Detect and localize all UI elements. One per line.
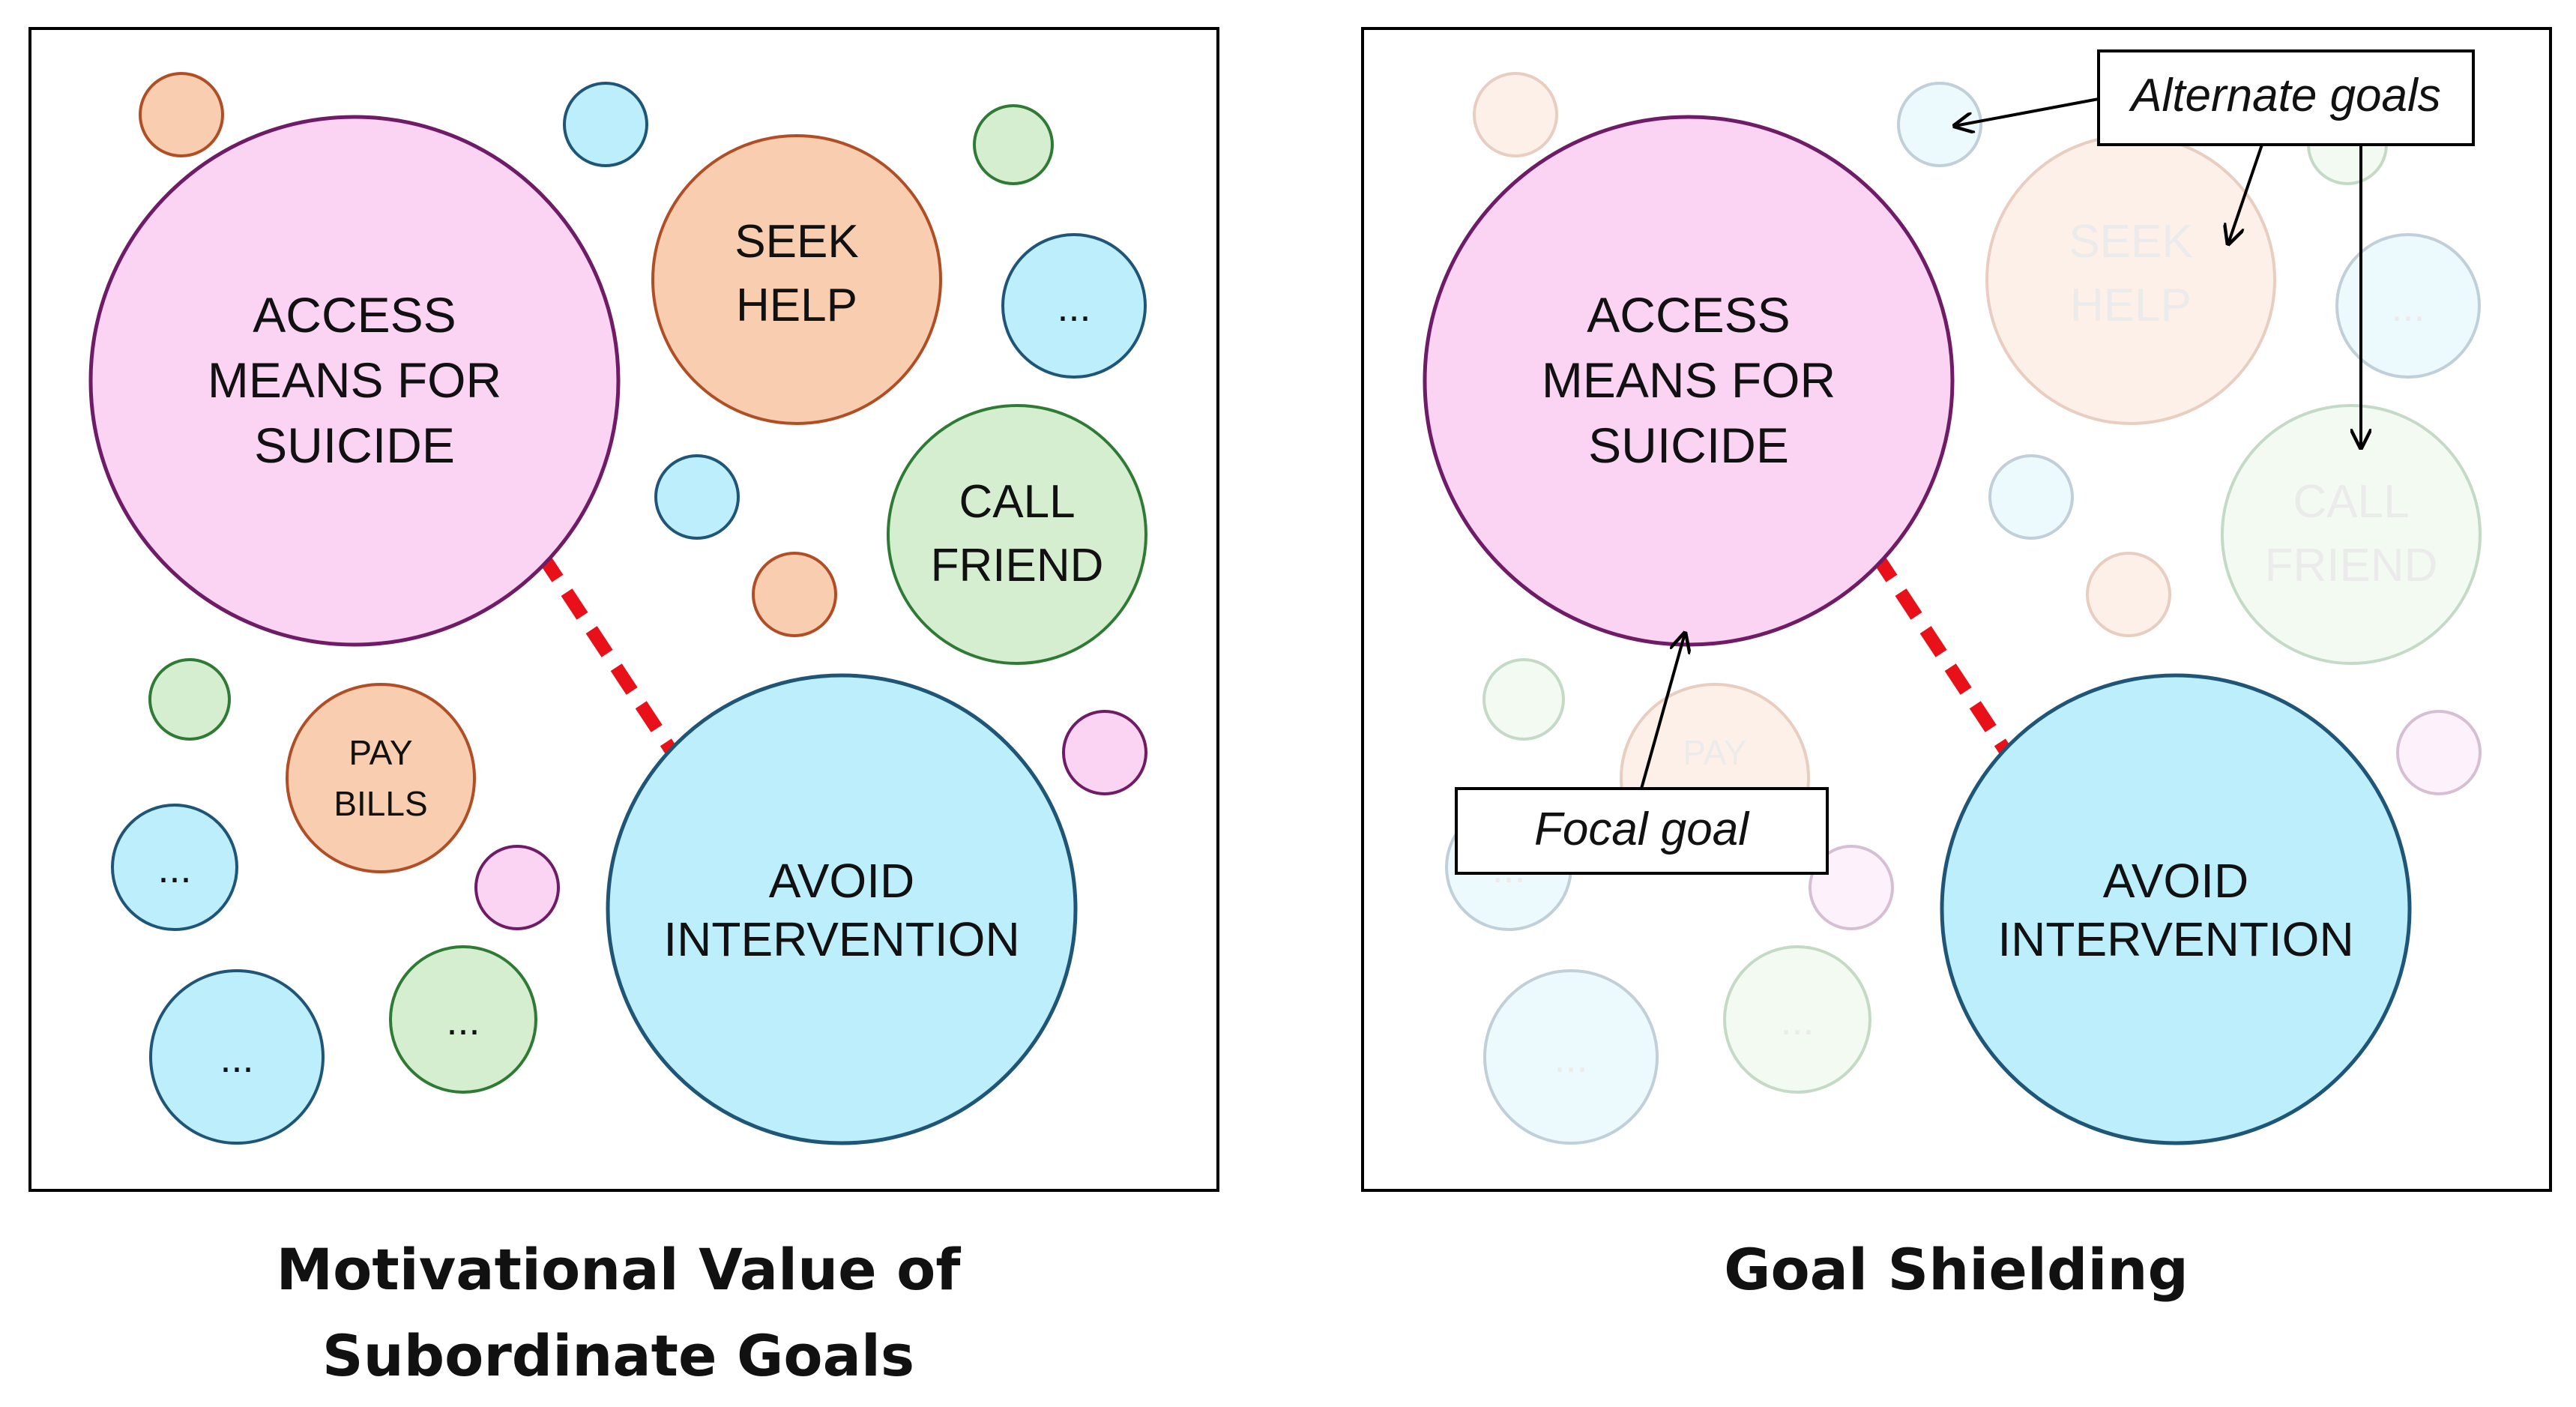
call-friend-goal: CALL FRIEND [2221,404,2482,665]
small-goal-bubble [752,552,837,637]
seek-help-label-line1: SEEK [2069,216,2192,268]
ellipsis-goal-bubble: ... [389,945,537,1094]
pay-bills-label-line1: PAY [349,733,412,772]
small-goal-bubble [2396,710,2482,795]
access-means-label-line3: SUICIDE [254,418,455,473]
small-goal-bubble [563,82,648,167]
small-goal-bubble [1482,658,1565,741]
focal-goal-label: Focal goal [1534,804,1750,855]
call-friend-label-line1: CALL [959,476,1075,528]
small-goal-bubble [1473,72,1558,157]
seek-help-label-line1: SEEK [735,216,858,268]
ellipsis-label: ... [157,846,191,891]
ellipsis-goal-bubble: ... [111,804,238,931]
avoid-intervention-label-line1: AVOID [2103,854,2248,908]
goal-link-dashed [536,551,681,759]
seek-help-label-line2: HELP [2070,280,2192,331]
avoid-intervention-goal: AVOID INTERVENTION [606,673,1078,1145]
right-panel: ... ... ... ... SEEK HELP CALL [1361,27,2552,1192]
avoid-intervention-label-line2: INTERVENTION [1997,912,2353,966]
focal-goal-callout: Focal goal [1455,633,1829,875]
small-goal-bubble [1809,845,1894,930]
call-friend-goal: CALL FRIEND [887,404,1147,665]
small-goal-bubble [139,72,224,157]
left-caption-line2: Subordinate Goals [322,1322,914,1389]
left-caption-line1: Motivational Value of [277,1236,962,1303]
alternate-goals-label: Alternate goals [2128,70,2441,121]
small-goal-bubble [654,454,740,540]
ellipsis-label: ... [1554,1036,1587,1081]
small-goal-bubble [1062,710,1147,795]
alternate-goals-callout: Alternate goals [1955,49,2475,448]
avoid-intervention-goal: AVOID INTERVENTION [1940,673,2412,1145]
call-friend-label-line2: FRIEND [931,540,1104,591]
pay-bills-label-line1: PAY [1683,733,1746,772]
faded-background-goals: ... ... ... ... SEEK HELP CALL [1445,72,2482,1145]
ellipsis-label: ... [446,998,480,1043]
small-goal-bubble [1897,82,1982,167]
seek-help-label-line2: HELP [736,280,857,331]
access-means-label-line1: ACCESS [253,287,456,343]
seek-help-goal: SEEK HELP [651,134,942,425]
call-friend-label-line2: FRIEND [2265,540,2438,591]
alternate-goals-arrow [1955,97,2099,126]
avoid-intervention-label-line1: AVOID [769,854,914,908]
small-goal-bubble [474,845,560,930]
call-friend-label-line1: CALL [2293,476,2409,528]
access-means-goal: ACCESS MEANS FOR SUICIDE [88,115,621,647]
alternate-goals-arrow [2228,144,2263,244]
access-means-label-line3: SUICIDE [1588,418,1789,473]
ellipsis-label: ... [2391,285,2425,330]
pay-bills-label-line2: BILLS [334,784,427,823]
ellipsis-label: ... [1780,998,1814,1043]
ellipsis-goal-bubble: ... [2335,233,2481,379]
focal-goal-arrow [1640,633,1685,789]
small-goal-bubble [973,104,1054,185]
ellipsis-goal-bubble: ... [1723,945,1871,1094]
small-goal-bubble [148,658,231,741]
access-means-goal-focal: ACCESS MEANS FOR SUICIDE [1423,115,1955,647]
access-means-label-line1: ACCESS [1587,287,1790,343]
focal-goal-box [1455,787,1829,875]
ellipsis-goal-bubble: ... [1001,233,1147,379]
pay-bills-goal: PAY BILLS [286,683,476,873]
avoid-intervention-label-line2: INTERVENTION [663,912,1019,966]
small-goal-bubble [2086,552,2171,637]
ellipsis-label: ... [1057,285,1091,330]
right-caption: Goal Shielding [1724,1236,2189,1303]
access-means-label-line2: MEANS FOR [208,352,501,408]
access-means-label-line2: MEANS FOR [1542,352,1836,408]
ellipsis-label: ... [220,1036,253,1081]
left-panel: ... ... ... ... SEEK HELP CALL FRIEND PA… [28,27,1219,1192]
ellipsis-goal-bubble: ... [149,969,325,1145]
seek-help-goal: SEEK HELP [1985,134,2276,425]
goal-link-dashed [1870,551,2015,759]
alternate-goals-box [2097,49,2475,146]
small-goal-bubble [1988,454,2074,540]
ellipsis-goal-bubble: ... [1483,969,1659,1145]
